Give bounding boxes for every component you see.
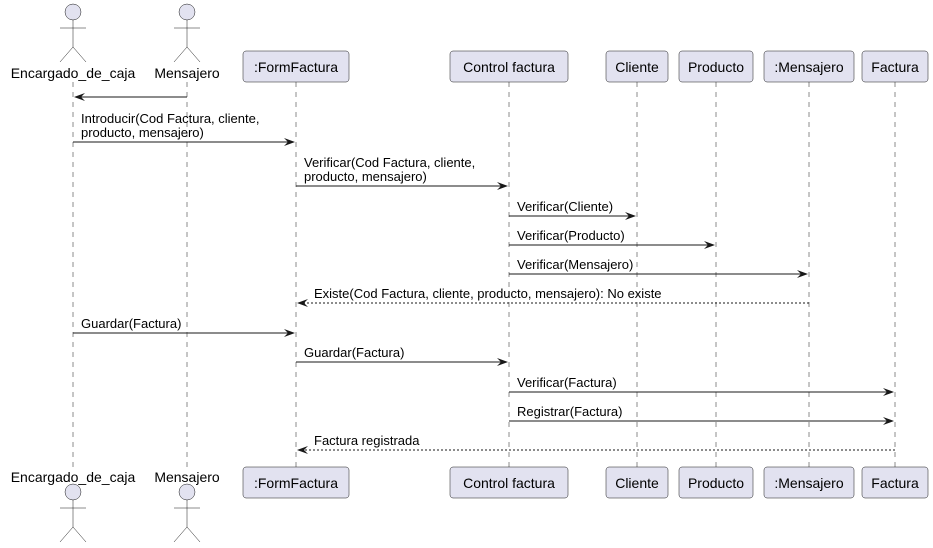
arrowhead-icon: [497, 358, 508, 366]
arrowhead-icon: [625, 212, 636, 220]
actor-leg-left: [59, 46, 74, 63]
message-9: Verificar(Factura): [509, 375, 894, 396]
participant-box: [605, 50, 669, 83]
message-10: Registrar(Factura): [509, 404, 894, 425]
actor-leg-right: [186, 526, 201, 543]
participant-box: [678, 50, 754, 83]
message-label: Verificar(Cliente): [517, 199, 613, 214]
participant-label-control: Control factura: [463, 475, 555, 491]
participant-box: [861, 50, 929, 83]
message-11: Factura registrada: [297, 433, 895, 454]
actor-label-mensajero_actor: Mensajero: [154, 65, 220, 81]
arrowhead-icon: [284, 329, 295, 337]
participant-cliente-top: Cliente: [605, 50, 669, 83]
arrowhead-icon: [883, 417, 894, 425]
message-label: Verificar(Mensajero): [517, 257, 633, 272]
participant-control-top: Control factura: [449, 50, 569, 83]
message-label: Verificar(Producto): [517, 228, 625, 243]
participant-label-mensajero_obj: :Mensajero: [774, 475, 843, 491]
participant-factura-top: Factura: [861, 50, 929, 83]
actor-leg-right: [72, 46, 87, 63]
participant-formfactura-top: :FormFactura: [242, 50, 350, 83]
participant-box: [763, 466, 855, 499]
message-6: Existe(Cod Factura, cliente, producto, m…: [297, 286, 809, 307]
actor-label-encargado: Encargado_de_caja: [11, 65, 136, 81]
arrowhead-icon: [497, 182, 508, 190]
arrowhead-icon: [797, 270, 808, 278]
actor-head: [178, 483, 196, 501]
message-label: producto, mensajero): [304, 169, 427, 184]
participant-producto-bottom: Producto: [678, 466, 754, 499]
actor-mensajero_actor-top: Mensajero: [154, 3, 220, 81]
participant-label-mensajero_obj: :Mensajero: [774, 59, 843, 75]
actor-leg-left: [59, 526, 74, 543]
participant-mensajero_obj-top: :Mensajero: [763, 50, 855, 83]
message-4: Verificar(Producto): [509, 228, 715, 249]
participant-label-factura: Factura: [871, 59, 919, 75]
arrowhead-icon: [284, 138, 295, 146]
participant-label-cliente: Cliente: [615, 59, 659, 75]
participant-factura-bottom: Factura: [861, 466, 929, 499]
message-3: Verificar(Cliente): [509, 199, 636, 220]
message-label: Guardar(Factura): [304, 345, 404, 360]
message-0: [74, 93, 187, 101]
participant-box: [763, 50, 855, 83]
message-1: Introducir(Cod Factura, cliente, product…: [73, 111, 295, 146]
participant-label-formfactura: :FormFactura: [254, 475, 338, 491]
participant-label-cliente: Cliente: [615, 475, 659, 491]
arrowhead-icon: [74, 93, 85, 101]
participant-cliente-bottom: Cliente: [605, 466, 669, 499]
message-2: Verificar(Cod Factura, cliente, producto…: [296, 155, 508, 190]
message-label: Registrar(Factura): [517, 404, 622, 419]
participant-box: [605, 466, 669, 499]
participant-label-producto: Producto: [688, 59, 744, 75]
actor-leg-left: [173, 46, 188, 63]
participant-control-bottom: Control factura: [449, 466, 569, 499]
message-label: Verificar(Factura): [517, 375, 617, 390]
actor-head: [64, 3, 82, 21]
arrowhead-icon: [297, 446, 308, 454]
actor-head: [178, 3, 196, 21]
message-label: Guardar(Factura): [81, 316, 181, 331]
actor-leg-left: [173, 526, 188, 543]
actor-mensajero_actor-bottom: Mensajero: [154, 469, 220, 543]
actor-label-encargado: Encargado_de_caja: [11, 469, 136, 485]
participant-box: [242, 466, 350, 499]
message-label: Existe(Cod Factura, cliente, producto, m…: [314, 286, 662, 301]
message-8: Guardar(Factura): [296, 345, 508, 366]
participant-box: [861, 466, 929, 499]
participant-box: [449, 50, 569, 83]
participant-box: [678, 466, 754, 499]
actor-leg-right: [72, 526, 87, 543]
actor-encargado-top: Encargado_de_caja: [11, 3, 136, 81]
actor-head: [64, 483, 82, 501]
participant-mensajero_obj-bottom: :Mensajero: [763, 466, 855, 499]
participant-box: [449, 466, 569, 499]
participant-producto-top: Producto: [678, 50, 754, 83]
message-label: Verificar(Cod Factura, cliente,: [304, 155, 475, 170]
message-label: Factura registrada: [314, 433, 420, 448]
participant-label-factura: Factura: [871, 475, 919, 491]
arrowhead-icon: [297, 299, 308, 307]
arrowhead-icon: [704, 241, 715, 249]
actor-label-mensajero_actor: Mensajero: [154, 469, 220, 485]
message-5: Verificar(Mensajero): [509, 257, 808, 278]
participant-formfactura-bottom: :FormFactura: [242, 466, 350, 499]
participant-label-formfactura: :FormFactura: [254, 59, 338, 75]
message-7: Guardar(Factura): [73, 316, 295, 337]
participant-label-producto: Producto: [688, 475, 744, 491]
message-label: Introducir(Cod Factura, cliente,: [81, 111, 259, 126]
message-label: producto, mensajero): [81, 125, 204, 140]
actor-encargado-bottom: Encargado_de_caja: [11, 469, 136, 543]
actor-leg-right: [186, 46, 201, 63]
participant-box: [242, 50, 350, 83]
arrowhead-icon: [883, 388, 894, 396]
participant-label-control: Control factura: [463, 59, 555, 75]
